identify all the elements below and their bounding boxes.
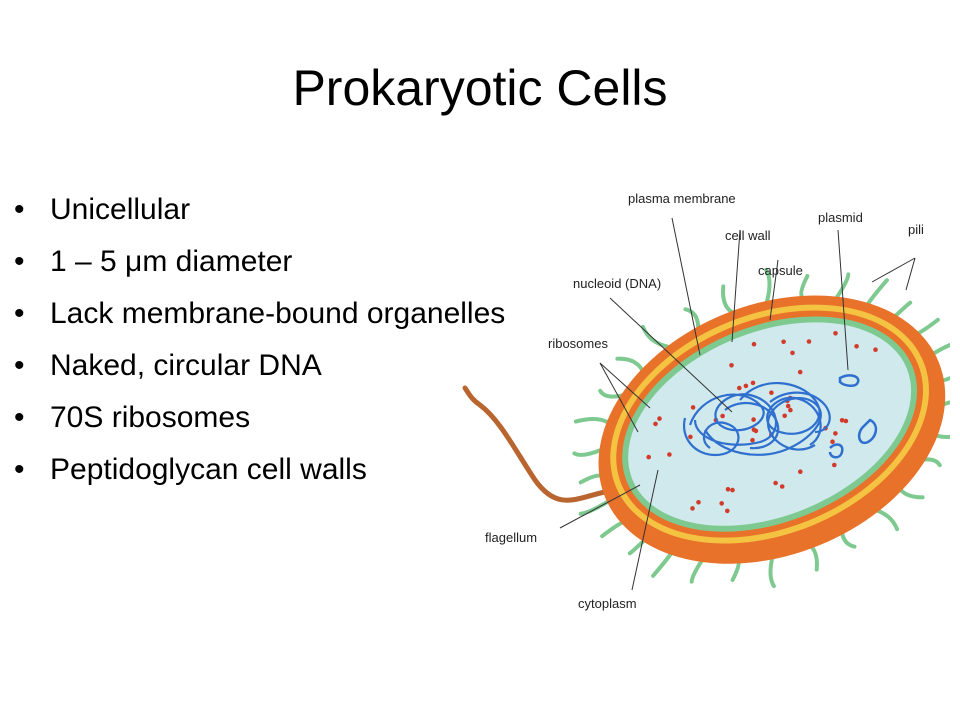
ribosome: [833, 431, 838, 436]
label-pili: pili: [908, 222, 924, 237]
ribosome: [843, 418, 849, 424]
ribosome: [839, 418, 845, 423]
bullet-item: • Naked, circular DNA: [14, 348, 534, 383]
bullet-dot: •: [14, 349, 25, 382]
ribosome: [769, 390, 774, 395]
label-capsule: capsule: [758, 263, 803, 278]
label-ribosomes: ribosomes: [548, 336, 608, 351]
ribosome: [719, 501, 724, 506]
pilus: [651, 548, 675, 578]
pilus: [640, 324, 670, 349]
label-flagellum: flagellum: [485, 530, 537, 545]
bullet-text: 70S ribosomes: [50, 401, 251, 434]
ribosome: [830, 439, 835, 445]
pilus: [573, 417, 610, 425]
pilus: [615, 356, 644, 372]
ribosome: [690, 405, 696, 410]
bullet-list: • Unicellular • 1 – 5 μm diameter • Lack me…: [14, 192, 534, 504]
bullet-dot: •: [14, 297, 25, 330]
bullet-dot: •: [14, 401, 25, 434]
flagellum: [462, 385, 618, 503]
pilus: [598, 388, 624, 399]
bullet-item: • Lack membrane-bound organelles: [14, 296, 520, 331]
ribosome: [854, 344, 859, 349]
pilus: [600, 519, 627, 539]
ribosome: [833, 331, 838, 336]
pilus: [578, 473, 604, 485]
ribosome: [782, 413, 787, 419]
plasmid: [828, 374, 878, 459]
ribosome: [743, 383, 749, 389]
ribosome: [751, 417, 756, 422]
ribosome: [720, 413, 725, 419]
ribosome: [730, 487, 735, 493]
ribosome: [667, 452, 672, 457]
ribosome: [798, 469, 803, 475]
bullet-dot: •: [14, 453, 25, 486]
pilus: [572, 447, 604, 457]
bullet-text: 1 – 5 μm diameter: [50, 245, 293, 278]
ribosome: [750, 380, 756, 386]
pilus: [578, 498, 612, 516]
bullet-item: • 1 – 5 μm diameter: [14, 244, 534, 279]
ribosome: [790, 350, 795, 356]
bullet-dot: •: [14, 245, 25, 278]
label-cytoplasm: cytoplasm: [578, 596, 637, 611]
ribosome: [729, 363, 734, 368]
ribosome: [781, 339, 786, 345]
ribosome: [779, 484, 785, 489]
slide-title: Prokaryotic Cells: [292, 60, 668, 116]
ribosome: [751, 427, 757, 433]
bullet-text: Unicellular: [50, 193, 191, 226]
bullet-item: • Peptidoglycan cell walls: [14, 452, 534, 487]
ribosome: [690, 506, 695, 511]
pilus: [865, 278, 889, 308]
ribosome: [688, 434, 693, 440]
ribosome: [725, 508, 730, 514]
ribosome: [696, 500, 701, 505]
prokaryotic-cell-diagram: plasma membrane cell wall plasmid pili n…: [462, 191, 950, 611]
ribosome: [806, 339, 812, 344]
leader-lines: [559, 217, 916, 591]
label-cell-wall: cell wall: [725, 228, 771, 243]
ribosomes-group: [646, 331, 878, 514]
ribosome: [788, 407, 793, 413]
bullet-text: Naked, circular DNA: [50, 349, 322, 382]
ribosome: [873, 347, 878, 352]
ribosome: [832, 462, 837, 468]
ribosome: [785, 403, 791, 409]
label-nucleoid: nucleoid (DNA): [573, 276, 661, 291]
bullet-text: Peptidoglycan cell walls: [50, 453, 367, 486]
ribosome: [751, 341, 757, 347]
bullet-dot: •: [14, 193, 25, 226]
ribosome: [797, 369, 803, 375]
ribosome: [646, 454, 651, 460]
ribosome: [773, 480, 778, 486]
bullet-item: • Unicellular: [14, 192, 534, 227]
nucleoid-dna: [682, 382, 831, 457]
bullet-text: Lack membrane-bound organelles: [50, 297, 506, 330]
ribosome: [725, 487, 731, 492]
ribosome: [750, 437, 755, 443]
ribosome: [653, 421, 658, 427]
pilus: [834, 272, 851, 301]
bullet-item: • 70S ribosomes: [14, 400, 534, 435]
pilus: [683, 307, 701, 330]
pilus: [799, 274, 810, 300]
label-plasma-membrane: plasma membrane: [628, 191, 736, 206]
pilus: [764, 267, 772, 304]
label-plasmid: plasmid: [818, 210, 863, 225]
ribosome: [657, 416, 662, 421]
pilus: [721, 284, 734, 314]
ribosome: [737, 385, 742, 391]
